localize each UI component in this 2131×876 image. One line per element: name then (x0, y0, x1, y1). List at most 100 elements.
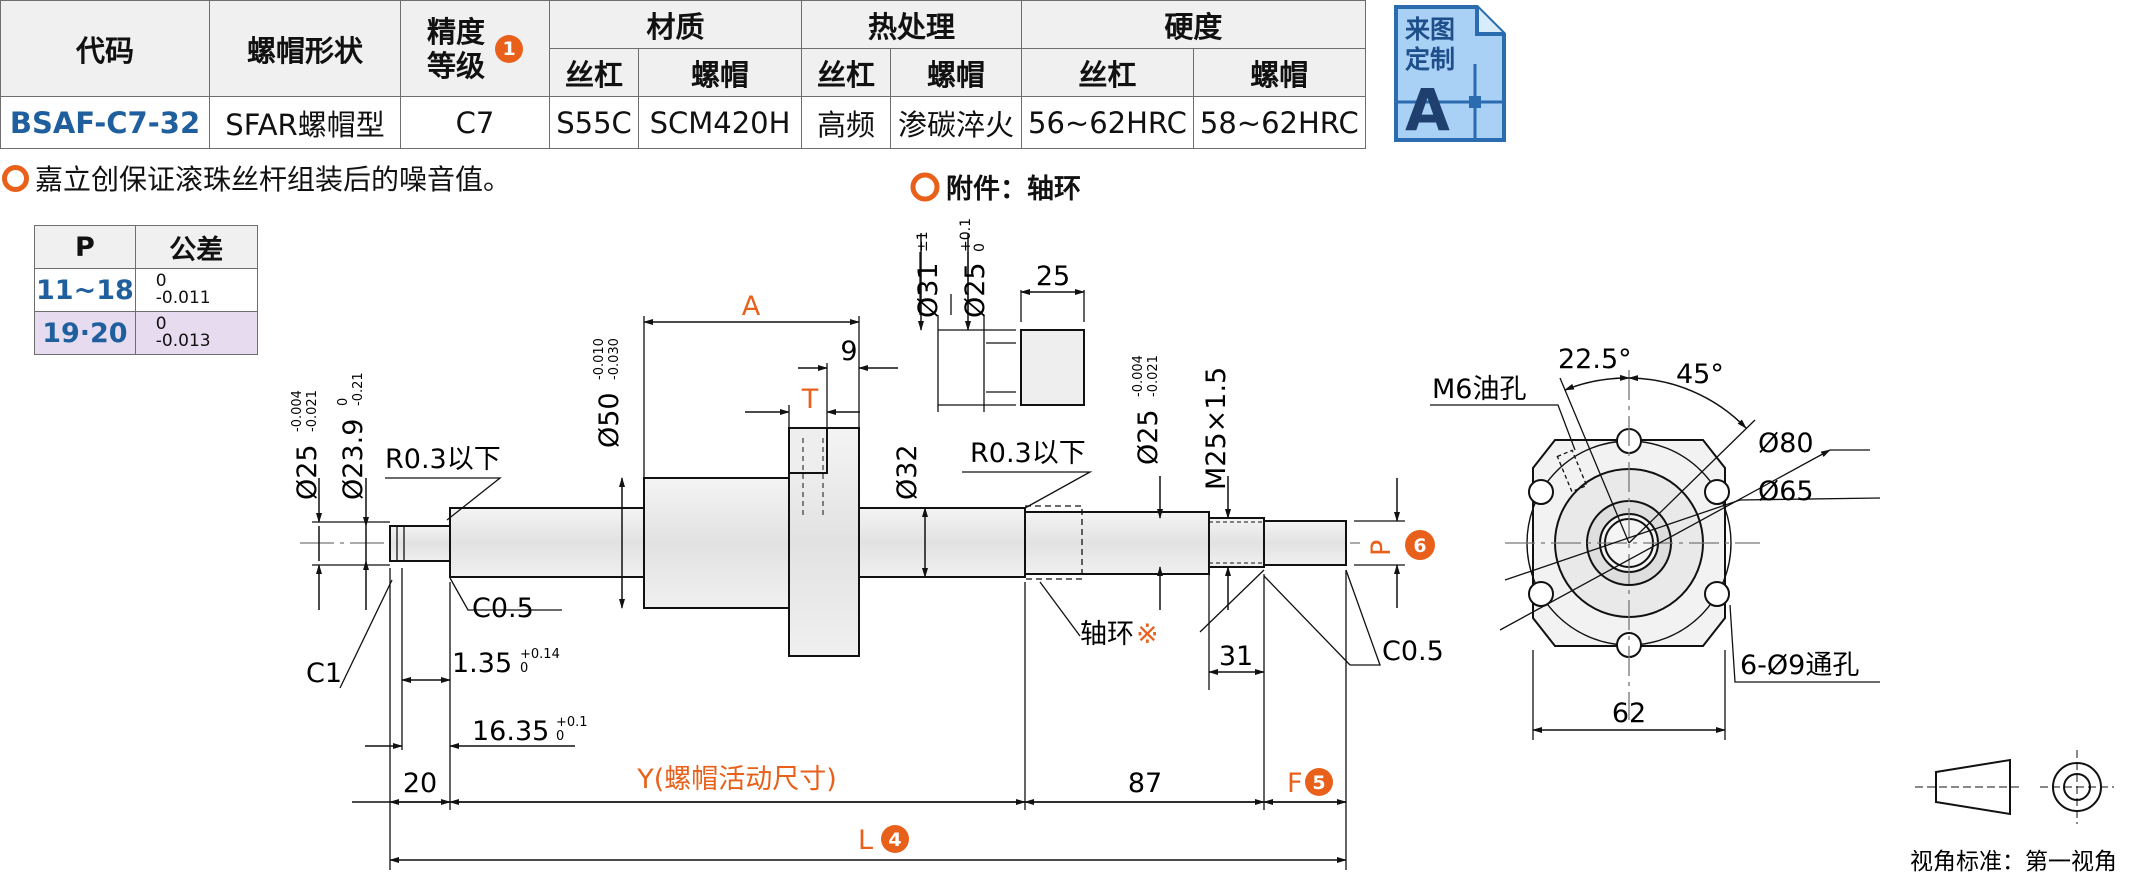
dim-T: T (801, 384, 819, 415)
dim-P: P (1366, 540, 1397, 556)
header-hardness: 硬度 (1021, 0, 1366, 49)
cell-heat-nut: 渗碳淬火 (890, 96, 1022, 149)
icon-line2: 定制 (1405, 45, 1455, 74)
tol-upper: 0 (155, 314, 167, 334)
dim-A-label: A (742, 291, 761, 322)
dim-135-up: +0.14 (520, 647, 560, 662)
cell-accuracy: C7 (400, 96, 550, 149)
dim-F: F (1287, 768, 1303, 799)
dim-d50: Ø50 (594, 392, 625, 448)
dim-d32: Ø32 (892, 444, 923, 500)
dim-d25-left-up: -0.004 (290, 390, 305, 432)
header-hardness-screw: 丝杠 (1021, 48, 1194, 97)
dim-9: 9 (840, 336, 857, 367)
custom-drawing-icon[interactable]: 来图 定制 A (1393, 4, 1507, 143)
icon-letter: A (1405, 76, 1450, 143)
cell-material-screw: S55C (549, 96, 639, 149)
thread-section (1208, 517, 1265, 568)
dim-1635-low: 0 (556, 729, 564, 744)
flange-d80: Ø80 (1758, 428, 1814, 459)
dim-c1: C1 (306, 658, 342, 689)
collar-mark: ※ (1136, 619, 1159, 650)
F-badge-icon (1305, 768, 1333, 796)
header-material-screw: 丝杠 (549, 48, 639, 97)
collar-d31: Ø31 (913, 262, 944, 318)
dim-d25-left: Ø25 (292, 444, 323, 500)
accessory-label: 附件：轴环 (946, 174, 1081, 205)
collar-d25: Ø25 (960, 262, 991, 318)
collar-width: 25 (1036, 261, 1070, 292)
header-heat-nut: 螺帽 (890, 48, 1022, 97)
tol-lower: -0.011 (155, 288, 211, 308)
noise-note: 嘉立创保证滚珠丝杆组装后的噪音值。 (2, 158, 511, 198)
dim-1635-up: +0.1 (556, 715, 588, 730)
dim-d25-right: Ø25 (1133, 409, 1164, 465)
tol-header-tolerance: 公差 (134, 225, 258, 269)
flange-angle-45: 45° (1676, 359, 1724, 390)
L-badge: 4 (888, 829, 901, 851)
cell-material-nut: SCM420H (638, 96, 802, 149)
dim-L-label: L (858, 825, 873, 856)
flange-front-view (1430, 370, 1881, 740)
icon-line1: 来图 (1405, 15, 1455, 44)
flange-angle-22: 22.5° (1558, 344, 1632, 375)
dim-c05-right: C0.5 (1382, 636, 1444, 667)
collar-d31-tol: ±1 (915, 231, 931, 252)
P-badge: 6 (1413, 535, 1426, 557)
header-material: 材质 (549, 0, 802, 49)
dim-d239-up: 0 (336, 398, 351, 406)
header-nut-shape: 螺帽形状 (209, 0, 401, 97)
ball-nut-body (643, 477, 790, 609)
header-code: 代码 (0, 0, 210, 97)
cell-code: BSAF-C7-32 (0, 96, 210, 149)
accuracy-badge: 1 (495, 34, 524, 63)
accessory-bullet-icon (910, 172, 940, 202)
collar-d25-up: +0.1 (958, 218, 974, 252)
dim-d25-left-low: -0.021 (305, 390, 320, 432)
header-hardness-nut: 螺帽 (1192, 48, 1366, 97)
cell-hardness-nut: 58~62HRC (1192, 96, 1366, 149)
F-badge: 5 (1312, 772, 1325, 794)
dim-20: 20 (403, 768, 437, 799)
dim-c05-left: C0.5 (472, 593, 534, 624)
dim-m25: M25×1.5 (1201, 367, 1232, 490)
dim-87: 87 (1128, 768, 1162, 799)
dim-d25-right-up: -0.004 (1131, 355, 1146, 397)
P-badge-icon (1405, 530, 1435, 560)
dim-r03-right: R0.3以下 (970, 438, 1086, 469)
collar-part (1020, 329, 1085, 406)
header-heat-screw: 丝杠 (801, 48, 891, 97)
dim-d25-right-low: -0.021 (1146, 355, 1161, 397)
tol-lower: -0.013 (155, 331, 211, 351)
dim-135-low: 0 (520, 661, 528, 676)
tol-p: 19·20 (34, 311, 136, 355)
dim-135: 1.35 (452, 648, 512, 679)
flange-oil-hole: M6油孔 (1432, 374, 1526, 405)
dim-r03-left: R0.3以下 (385, 444, 501, 475)
table-row: 19·20 0-0.013 (34, 311, 258, 355)
cell-nut-shape: SFAR螺帽型 (209, 96, 401, 149)
dim-d50-low: -0.030 (607, 338, 622, 380)
table-row: BSAF-C7-32 SFAR螺帽型 C7 S55C SCM420H 高频 渗碳… (0, 96, 1366, 149)
dim-Y: Y(螺帽活动尺寸) (636, 764, 837, 795)
tolerance-table: P 公差 11~18 0-0.011 19·20 0-0.013 (34, 225, 258, 355)
spec-table: 代码 螺帽形状 精度 等级 1 材质 热处理 硬度 丝杠 螺帽 丝杠 螺帽 丝杠… (0, 0, 1366, 149)
flange-width: 62 (1612, 698, 1646, 729)
first-angle-projection-icon (1915, 750, 2114, 824)
dim-d50-up: -0.010 (592, 338, 607, 380)
dim-d239-low: -0.21 (351, 372, 366, 406)
cell-hardness-screw: 56~62HRC (1021, 96, 1194, 149)
dim-31: 31 (1219, 641, 1253, 672)
tol-upper: 0 (155, 271, 167, 291)
flange-holes: 6-Ø9通孔 (1740, 650, 1859, 681)
note-text: 嘉立创保证滚珠丝杆组装后的噪音值。 (35, 163, 512, 196)
header-heat: 热处理 (801, 0, 1022, 49)
collar-callout: 轴环 (1080, 619, 1134, 650)
flange-d65: Ø65 (1758, 476, 1814, 507)
tol-value: 0-0.011 (134, 268, 258, 312)
projection-label: 视角标准：第一视角 (1910, 849, 2117, 875)
L-badge-icon (881, 825, 909, 853)
tol-value: 0-0.013 (134, 311, 258, 355)
header-accuracy-label: 精度 等级 (426, 14, 485, 83)
